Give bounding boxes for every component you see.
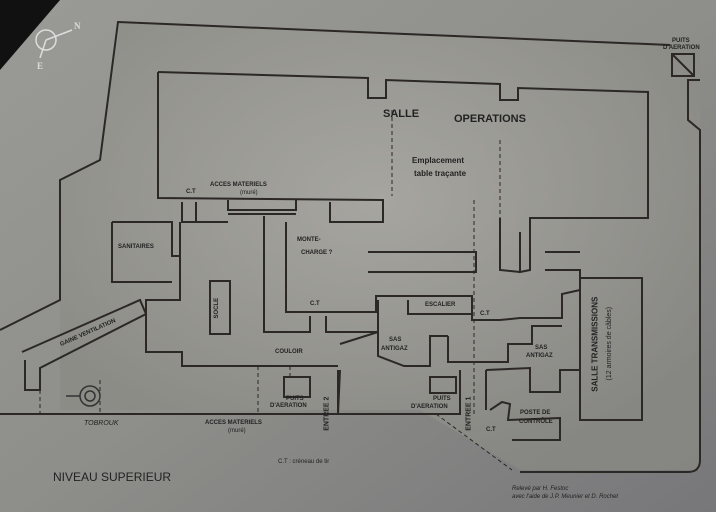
puits-1-line2: D'AERATION [270,403,307,409]
ct-poste-label: C.T [486,427,496,433]
poste-controle-line2: CONTRÔLE [519,419,553,425]
acces-materiels-bottom-label: ACCES MATERIELS [205,420,262,426]
sas-antigaz-2-line2: ANTIGAZ [526,353,553,359]
transmissions-note: (12 armoires de câbles) [606,306,614,381]
sas-antigaz-2-line1: SAS [535,345,548,351]
poste-controle-line1: POSTE DE [520,410,551,416]
monte-charge-line1: MONTE- [297,237,321,243]
ct-escalier-label: C.T [480,311,490,317]
entree-2-label: ENTREE 2 [323,396,331,431]
room-label-salle: SALLE [383,108,420,120]
tobrouk-label: TOBROUK [84,420,119,427]
tobrouk-symbol [66,385,101,407]
compass-icon [35,29,73,59]
plan-title: NIVEAU SUPERIEUR [53,470,172,484]
walls [0,20,701,473]
puits-2-line2: D'AERATION [411,404,448,410]
puits-topright-line1: PUITS [672,38,690,44]
credits-line2: avec l'aide de J.P. Meunier et D. Rochet [512,494,619,500]
socle-label: SOCLE [214,297,221,319]
dark-corner [0,0,60,70]
ct-top-label: C.T [186,189,196,195]
salle-transmissions-label: SALLE TRANSMISSIONS [590,296,600,392]
table-label-line1: Emplacement [412,156,465,165]
room-label-operations: OPERATIONS [454,113,526,125]
sas-antigaz-1-line1: SAS [389,337,402,343]
acces-materiels-top-note: (muré) [240,190,258,196]
monte-charge-line2: CHARGE ? [301,250,333,256]
entree-1-label: ENTREE 1 [465,396,473,431]
puits-topright-line2: D'AERATION [663,45,700,51]
compass-north-label: N [74,21,81,31]
ct-mid-label: C.T [310,301,320,307]
escalier-label: ESCALIER [425,302,456,308]
sanitaires-label: SANITAIRES [118,244,154,250]
acces-materiels-top-label: ACCES MATERIELS [210,182,267,188]
credits-line1: Relevé par H. Festoc [512,486,569,492]
puits-2-line1: PUITS [433,396,451,402]
compass-east-label: E [37,61,44,71]
couloir-label: COULOIR [275,349,303,355]
background-photo [60,22,700,470]
acces-materiels-bottom-note: (muré) [228,428,246,434]
puits-1-line1: PUITS [286,396,304,402]
sas-antigaz-1-line2: ANTIGAZ [381,346,408,352]
legend-ct: C.T : créneau de tir [278,459,330,465]
table-label-line2: table traçante [414,169,467,178]
